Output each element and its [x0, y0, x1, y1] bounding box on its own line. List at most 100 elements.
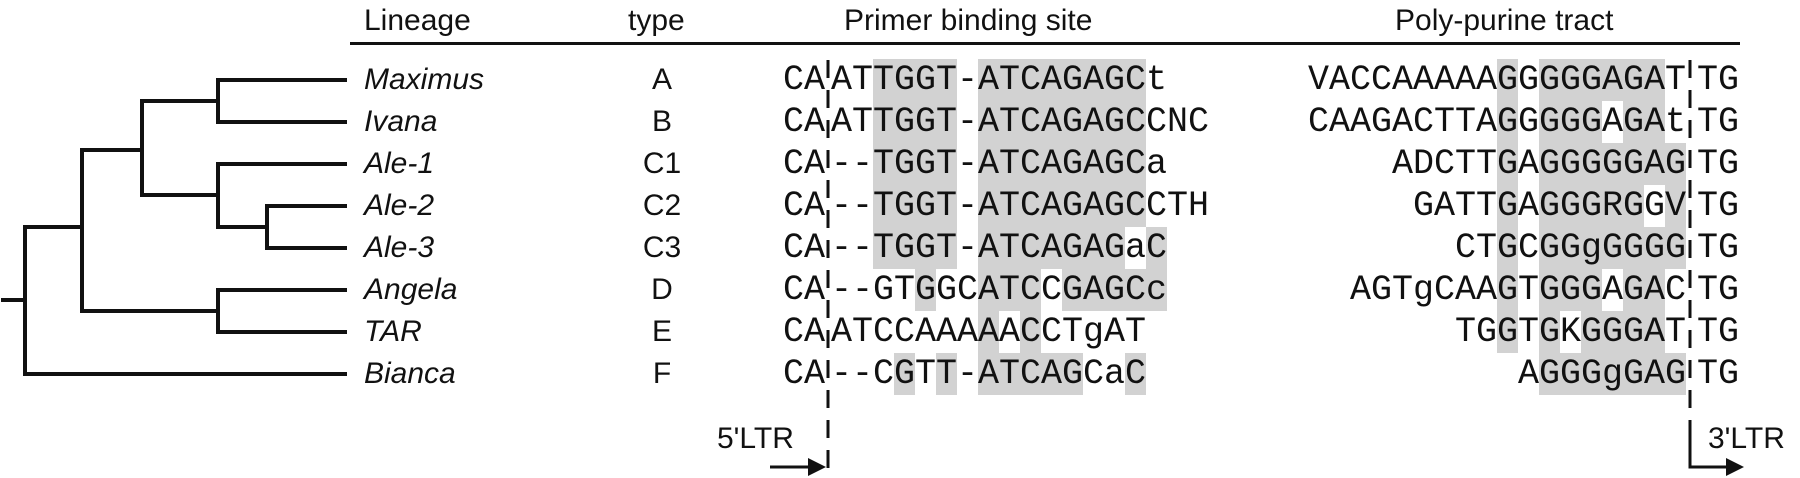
- ppt-base: G: [1476, 312, 1498, 352]
- pbs-base: G: [894, 143, 916, 185]
- pbs-base: C: [1083, 354, 1105, 394]
- ppt-base: D: [1413, 144, 1435, 184]
- ppt-base: T: [1518, 270, 1540, 310]
- pbs-base: -: [852, 186, 874, 226]
- ppt-base: T: [1665, 60, 1687, 100]
- pbs-base: A: [1083, 59, 1105, 101]
- ppt-base: G: [1623, 59, 1645, 101]
- pbs-base: C: [1041, 312, 1063, 352]
- pbs-base: G: [915, 101, 937, 143]
- ppt-base: G: [1497, 185, 1519, 227]
- ppt-base: G: [1581, 311, 1603, 353]
- ppt-base: A: [1644, 311, 1666, 353]
- ppt-base: A: [1644, 59, 1666, 101]
- ppt-base: g: [1413, 270, 1435, 310]
- ppt-base: G: [1560, 101, 1582, 143]
- ppt-base: G: [1560, 227, 1582, 269]
- ppt-base: A: [1602, 270, 1624, 310]
- pbs-base: A: [915, 312, 937, 352]
- pbs-sequence: ATTGGT-ATCAGAGCCNC: [831, 101, 1209, 143]
- pbs-base: G: [894, 227, 916, 269]
- pbs-base: G: [915, 227, 937, 269]
- pbs-base: a: [1104, 354, 1126, 394]
- lineage-type: F: [652, 357, 672, 390]
- pbs-base: A: [1104, 312, 1126, 352]
- pbs-base: A: [978, 311, 1000, 353]
- pbs-base: G: [936, 270, 958, 310]
- pbs-base: G: [873, 270, 895, 310]
- pbs-base: t: [1146, 60, 1168, 100]
- pbs-base: G: [915, 59, 937, 101]
- pbs-base: A: [1041, 227, 1063, 269]
- ppt-base: G: [1623, 311, 1645, 353]
- lineage-type: E: [651, 315, 672, 348]
- ppt-base: G: [1623, 101, 1645, 143]
- ppt-base: C: [1413, 102, 1435, 142]
- pbs-sequence: --GTGGCATCCGAGCc: [831, 269, 1167, 311]
- ppt-base: A: [1518, 144, 1540, 184]
- pbs-base: A: [936, 312, 958, 352]
- ppt-base: t: [1665, 102, 1687, 142]
- pbs-base: T: [936, 59, 958, 101]
- pbs-base: T: [999, 101, 1021, 143]
- ppt-base: C: [1665, 270, 1687, 310]
- ppt-base: A: [1518, 186, 1540, 226]
- pbs-base: C: [1020, 143, 1042, 185]
- lineage-name: Angela: [364, 273, 458, 306]
- pbs-base: C: [1020, 185, 1042, 227]
- pbs-base: H: [1188, 186, 1210, 226]
- ppt-base: G: [1665, 143, 1687, 185]
- pbs-base: C: [1020, 311, 1042, 353]
- ppt-suffix: TG: [1697, 312, 1740, 352]
- header-type: type: [628, 4, 685, 37]
- pbs-base: T: [873, 143, 895, 185]
- five-ltr-label: 5'LTR: [717, 422, 794, 455]
- pbs-base: -: [852, 270, 874, 310]
- pbs-sequence: ATCCAAAAACCTgAT: [831, 311, 1146, 353]
- lineage-name: Ale-1: [364, 147, 435, 180]
- pbs-prefix: CA: [783, 144, 826, 184]
- ppt-base: G: [1602, 143, 1624, 185]
- lineage-name: Bianca: [364, 357, 456, 390]
- header-primer-binding-site: Primer binding site: [844, 4, 1093, 37]
- pbs-base: G: [1062, 101, 1084, 143]
- pbs-base: -: [852, 144, 874, 184]
- ppt-base: C: [1434, 144, 1456, 184]
- pbs-base: C: [1020, 101, 1042, 143]
- ppt-sequence: AGTgCAAGTGGGAGAC: [1350, 269, 1686, 311]
- ppt-base: A: [1644, 101, 1666, 143]
- ppt-base: A: [1392, 144, 1414, 184]
- ppt-base: T: [1455, 144, 1477, 184]
- ppt-base: V: [1665, 185, 1687, 227]
- pbs-sequence: --TGGT-ATCAGAGCa: [831, 143, 1167, 185]
- pbs-prefix: CA: [783, 186, 826, 226]
- pbs-base: G: [1104, 269, 1126, 311]
- pbs-base: T: [936, 185, 958, 227]
- pbs-base: C: [873, 312, 895, 352]
- lineage-name: TAR: [364, 315, 422, 348]
- ppt-base: g: [1581, 227, 1603, 269]
- pbs-base: A: [978, 185, 1000, 227]
- ppt-base: G: [1539, 227, 1561, 269]
- pbs-sequence: --TGGT-ATCAGAGCCTH: [831, 185, 1209, 227]
- pbs-base: -: [831, 144, 853, 184]
- pbs-base: A: [1041, 185, 1063, 227]
- ppt-sequence: GATTGAGGGRGGV: [1413, 185, 1686, 227]
- pbs-base: -: [831, 354, 853, 394]
- pbs-prefix: CA: [783, 270, 826, 310]
- pbs-base: T: [852, 60, 874, 100]
- ppt-base: A: [1476, 270, 1498, 310]
- ppt-base: C: [1371, 60, 1393, 100]
- pbs-base: G: [915, 185, 937, 227]
- pbs-base: -: [852, 354, 874, 394]
- pbs-base: C: [1146, 102, 1168, 142]
- pbs-base: G: [1104, 227, 1126, 269]
- ppt-suffix: TG: [1697, 354, 1740, 394]
- pbs-base: C: [1125, 143, 1147, 185]
